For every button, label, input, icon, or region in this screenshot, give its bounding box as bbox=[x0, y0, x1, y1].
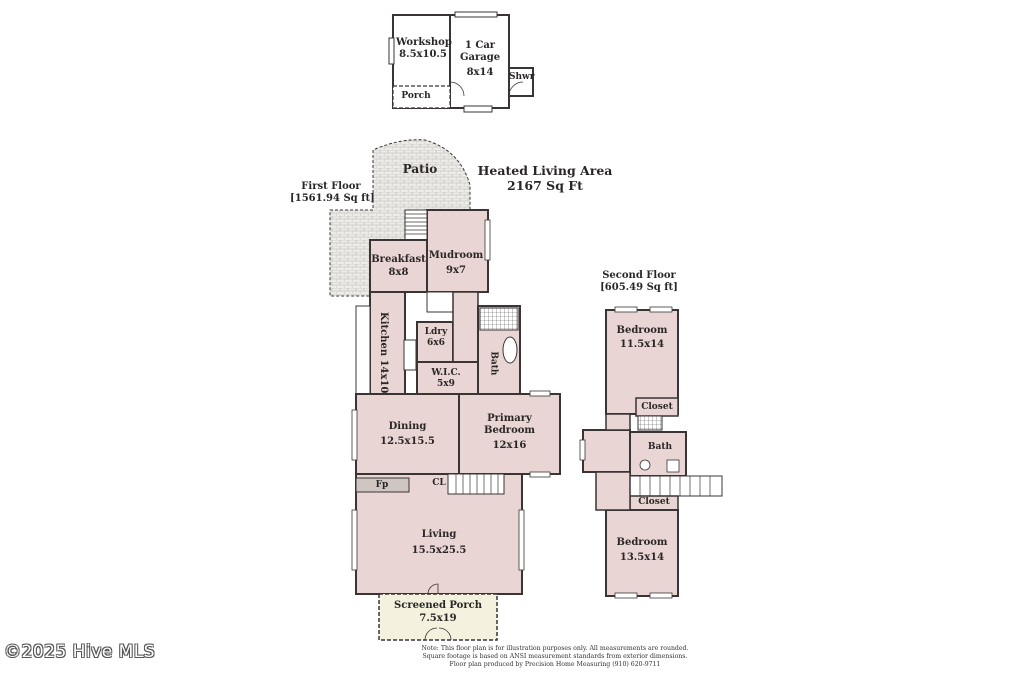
dining-name: Dining bbox=[388, 421, 427, 432]
screened-porch bbox=[378, 593, 498, 641]
breakfast-label: Breakfast 8x8 bbox=[370, 254, 427, 279]
primary-name-2: Bedroom bbox=[484, 425, 535, 436]
stairs-back bbox=[404, 209, 428, 241]
second-floor-label: Second Floor[605.49 Sq ft] bbox=[598, 270, 680, 294]
closet-upper-1-label: Closet bbox=[641, 402, 673, 412]
porch-area bbox=[392, 85, 451, 109]
wic-size: 5x9 bbox=[437, 378, 455, 389]
living-stairs bbox=[447, 473, 505, 495]
wic-name: W.I.C. bbox=[431, 368, 461, 378]
garage-size: 8x14 bbox=[466, 67, 494, 78]
screened-porch-size: 7.5x19 bbox=[419, 613, 457, 624]
bedroom-upper-2 bbox=[605, 509, 679, 597]
note-line-1: Note: This floor plan is for illustratio… bbox=[421, 645, 689, 652]
second-floor-area: [605.49 Sq ft] bbox=[600, 282, 678, 293]
stairs-upper bbox=[629, 475, 723, 497]
bath-upper-label: Bath bbox=[647, 442, 673, 452]
pantry bbox=[426, 291, 454, 313]
fireplace-label: Fp bbox=[375, 480, 389, 490]
dining-label: Dining 12.5x15.5 bbox=[356, 421, 459, 448]
disclaimer-note: Note: This floor plan is for illustratio… bbox=[415, 645, 695, 668]
patio-area bbox=[329, 139, 471, 297]
laundry-name: Ldry bbox=[424, 327, 448, 337]
breakfast-name: Breakfast bbox=[371, 254, 426, 265]
screened-porch-name: Screened Porch bbox=[394, 600, 482, 611]
title-line-1: Heated Living Area bbox=[477, 163, 613, 178]
bedroom-upper-1-size: 11.5x14 bbox=[619, 339, 665, 350]
primary-name-1: Primary bbox=[487, 413, 532, 424]
kitchen-room bbox=[369, 291, 406, 395]
bedroom-upper-2-size: 13.5x14 bbox=[619, 552, 665, 563]
patio-label: Patio bbox=[402, 162, 438, 176]
laundry-room bbox=[416, 321, 454, 363]
mudroom-label: Mudroom 9x7 bbox=[427, 250, 485, 277]
bedroom-upper-2-name: Bedroom bbox=[616, 537, 668, 548]
fireplace bbox=[355, 477, 410, 493]
kitchen-name: Kitchen bbox=[378, 312, 389, 357]
first-floor-plan bbox=[351, 209, 561, 641]
second-floor-plan bbox=[579, 306, 723, 599]
title-line-2: 2167 Sq Ft bbox=[507, 178, 583, 193]
bathtub bbox=[502, 336, 518, 364]
garage-name-2: Garage bbox=[459, 52, 501, 63]
half-bath bbox=[452, 291, 479, 363]
dining-size: 12.5x15.5 bbox=[380, 436, 435, 447]
hall-upper bbox=[582, 429, 631, 473]
first-floor-area: [1561.94 Sq ft] bbox=[290, 193, 375, 204]
workshop-name: Workshop bbox=[396, 37, 452, 48]
mudroom-size: 9x7 bbox=[446, 265, 466, 276]
note-line-3: Floor plan produced by Precision Home Me… bbox=[449, 660, 661, 668]
living-size: 15.5x25.5 bbox=[411, 545, 467, 556]
kitchen-counter bbox=[355, 305, 371, 395]
wic-label: W.I.C.5x9 bbox=[417, 368, 475, 390]
living-label: Living 15.5x25.5 bbox=[356, 529, 522, 557]
screened-porch-label: Screened Porch 7.5x19 bbox=[379, 600, 497, 625]
porch-label: Porch bbox=[401, 91, 431, 101]
garage-name-1: 1 Car bbox=[464, 40, 496, 51]
mudroom-name: Mudroom bbox=[428, 250, 484, 261]
breakfast-size: 8x8 bbox=[388, 267, 409, 278]
shower-tile bbox=[479, 307, 519, 331]
first-floor-name: First Floor bbox=[301, 181, 361, 192]
bedroom-upper-1 bbox=[605, 309, 679, 415]
bedroom-upper-1-name: Bedroom bbox=[616, 325, 668, 336]
bedroom-upper-1-label: Bedroom 11.5x14 bbox=[606, 325, 678, 351]
primary-size: 12x16 bbox=[492, 440, 527, 451]
living-name: Living bbox=[421, 529, 457, 540]
watermark: ©2025 Hive MLS bbox=[4, 642, 156, 662]
first-floor-label: First Floor[1561.94 Sq ft] bbox=[290, 181, 375, 205]
wic-room bbox=[416, 361, 479, 395]
second-floor-name: Second Floor bbox=[602, 270, 676, 281]
note-line-2: Square footage is based on ANSI measurem… bbox=[422, 652, 688, 660]
breakfast-room bbox=[369, 239, 428, 293]
kitchen-size: 14x10 bbox=[378, 359, 389, 394]
dining-room bbox=[355, 393, 460, 475]
workshop-size: 8.5x10.5 bbox=[399, 49, 447, 60]
kitchen-label: Kitchen 14x10 bbox=[377, 312, 389, 393]
bath-label: Bath bbox=[488, 351, 499, 376]
bath-upper bbox=[629, 431, 687, 477]
laundry-size: 6x6 bbox=[427, 337, 445, 348]
closet-upper-2-label: Closet bbox=[638, 497, 670, 507]
shower-label: Shwr bbox=[509, 72, 535, 82]
bedroom-upper-2-label: Bedroom 13.5x14 bbox=[606, 537, 678, 564]
outbuilding bbox=[388, 11, 534, 113]
closet-cl-label: CL bbox=[432, 478, 446, 488]
